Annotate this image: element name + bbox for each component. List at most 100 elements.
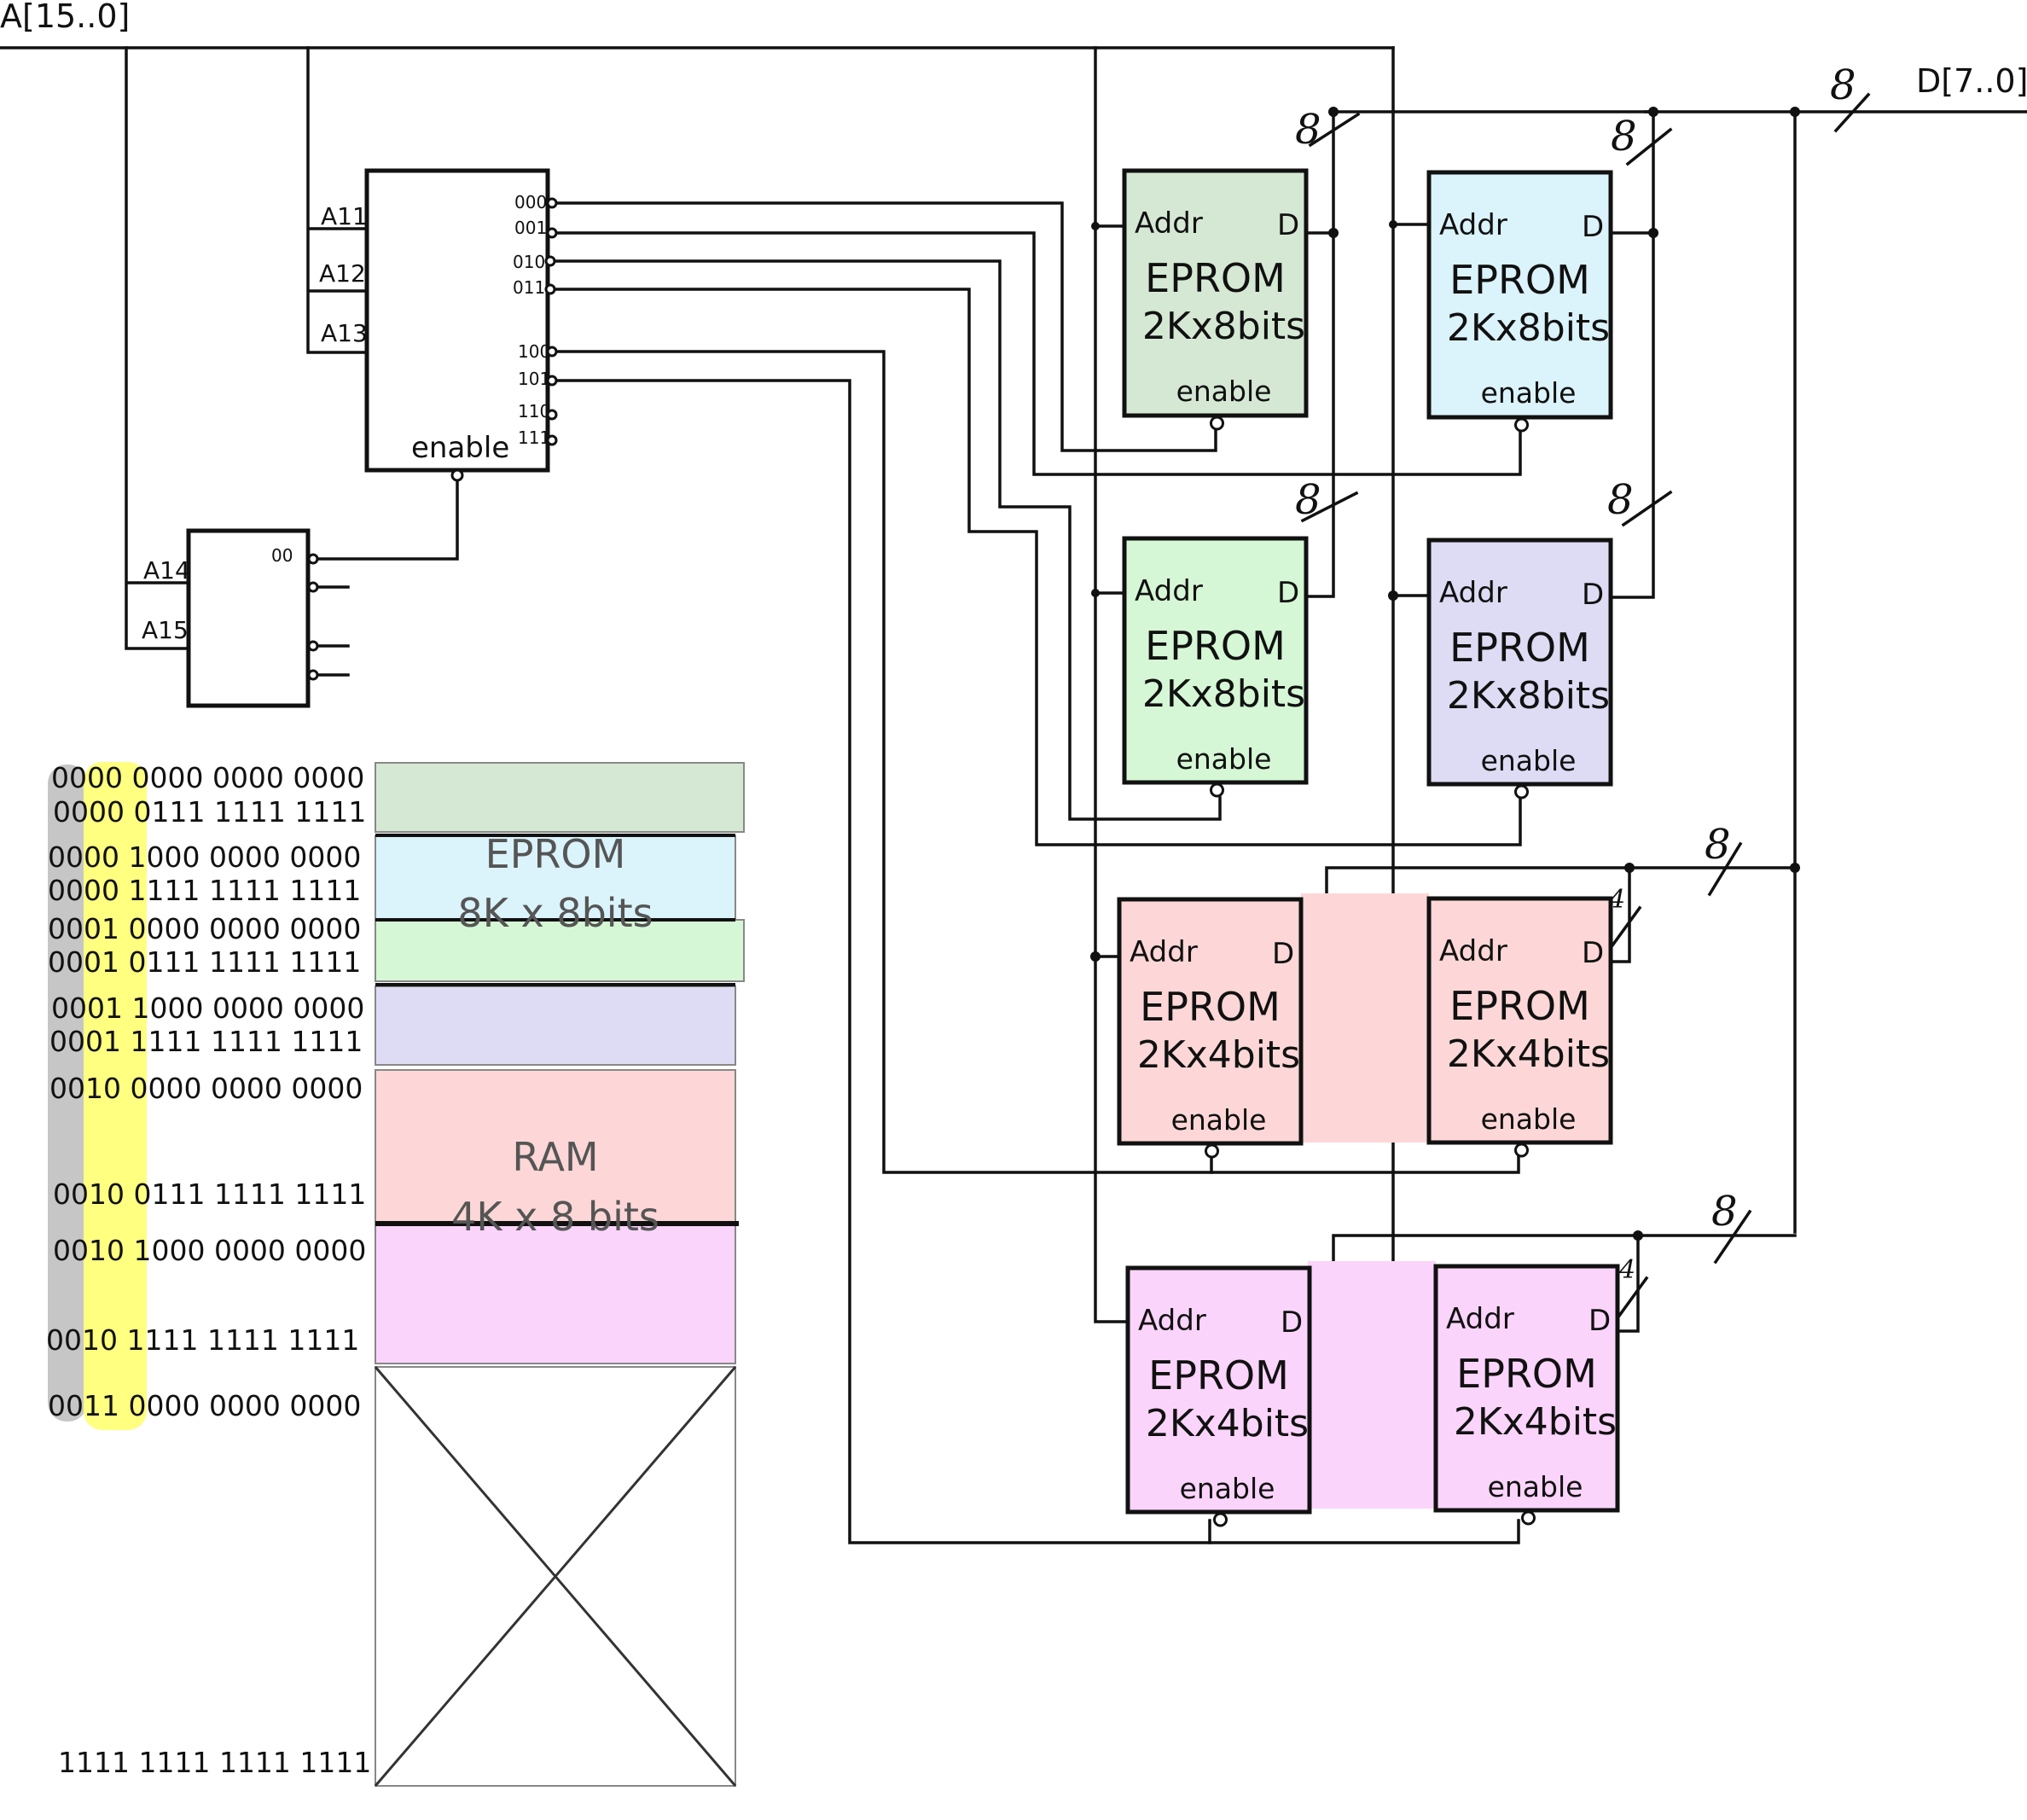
- chip-enable-label: enable: [1171, 1103, 1267, 1137]
- chip-type: EPROM: [1449, 625, 1590, 671]
- chip-data-label: D: [1582, 936, 1604, 970]
- decoder-output-010: 010: [513, 252, 545, 272]
- chip-data-label: D: [1582, 210, 1604, 244]
- chip-data-label: D: [1272, 937, 1294, 971]
- decoder2-to-decoder1-enable: [313, 478, 459, 561]
- chip-enable-bubble: [1213, 1512, 1228, 1527]
- chip-enable-bubble: [1210, 782, 1224, 798]
- chip-addr-label: Addr: [1130, 935, 1198, 969]
- chip-addr-label: Addr: [1439, 934, 1507, 968]
- map-eprom-title: EPROM: [485, 831, 626, 877]
- decoder2-output-00: 00: [271, 545, 293, 566]
- chip-enable-bubble: [1514, 417, 1529, 433]
- decoder-output-100: 100: [518, 341, 550, 362]
- map-address-14: 1111 1111 1111 1111: [58, 1746, 371, 1779]
- svg-text:8: 8: [1295, 476, 1321, 524]
- map-address-2: 0000 0111 1111 1111: [53, 795, 366, 829]
- decoder-enable-label: enable: [411, 431, 509, 465]
- chip-data-label: D: [1281, 1305, 1303, 1340]
- map-address-11: 0010 1000 0000 0000: [53, 1234, 366, 1267]
- map-region-ram-b: [375, 1223, 736, 1364]
- map-address-4: 0000 1111 1111 1111: [48, 874, 361, 907]
- grey-address-band: [48, 765, 87, 1422]
- chip-enable-label: enable: [1481, 744, 1577, 777]
- decoder-input-a13: A13: [321, 319, 368, 347]
- map-region-eprom-b: [375, 835, 736, 922]
- svg-text:8: 8: [1705, 821, 1731, 869]
- chip-body: [1122, 168, 1309, 418]
- svg-text:8: 8: [1830, 61, 1856, 109]
- chip-addr-label: Addr: [1135, 206, 1203, 241]
- chip-enable-bubble: [1521, 1510, 1536, 1526]
- decoder-input-a11: A11: [321, 202, 368, 230]
- chip-type: EPROM: [1145, 255, 1286, 301]
- chip-type: EPROM: [1140, 984, 1281, 1030]
- chip-enable-label: enable: [1481, 1102, 1577, 1136]
- chip-type: EPROM: [1145, 623, 1286, 669]
- chip-data-label: D: [1582, 578, 1604, 612]
- chip-addr-label: Addr: [1138, 1304, 1206, 1338]
- chip-size: 2Kx4bits: [1447, 1032, 1610, 1076]
- data-nibble-row1-right: [1609, 866, 1631, 963]
- chip-type: EPROM: [1449, 257, 1590, 303]
- decoder-input-a12: A12: [319, 259, 366, 288]
- chip-size: 2Kx8bits: [1142, 672, 1305, 716]
- map-address-13: 0011 0000 0000 0000: [48, 1389, 361, 1422]
- map-address-6: 0001 0111 1111 1111: [48, 945, 361, 979]
- a14-a15-tap: [125, 46, 190, 650]
- chip-body: [1117, 897, 1304, 1146]
- svg-text:8: 8: [1711, 1188, 1738, 1236]
- ram-background-band-2: [1308, 1261, 1436, 1509]
- ram-background-band-1: [1301, 893, 1429, 1143]
- map-eprom-size: 8K x 8bits: [457, 890, 653, 936]
- chip-enable-bubble: [1514, 784, 1529, 800]
- chip-addr-label: Addr: [1439, 576, 1507, 610]
- chip-enable-bubble: [1205, 1143, 1219, 1159]
- chip-size: 2Kx4bits: [1146, 1402, 1309, 1445]
- map-region-ram-a: [375, 1069, 736, 1224]
- select-001: [555, 231, 1522, 476]
- decoder-output-bubbles: [450, 197, 558, 482]
- chip-body: [1125, 1265, 1312, 1515]
- chip-enable-label: enable: [1481, 376, 1577, 410]
- unused-cross-2: [374, 1366, 737, 1787]
- chip-size: 2Kx8bits: [1142, 305, 1305, 348]
- select-010: [553, 259, 1222, 821]
- svg-text:4: 4: [1618, 1255, 1635, 1285]
- chip-body: [1122, 536, 1309, 785]
- decoder-output-110: 110: [518, 401, 550, 422]
- data-bus-label: D[7..0]: [1916, 62, 2027, 100]
- chip-addr-label: Addr: [1439, 208, 1507, 242]
- decoder2-input-a14: A14: [143, 556, 190, 584]
- map-ram-size: 4K x 8 bits: [451, 1194, 659, 1240]
- select-101: [555, 379, 1211, 1544]
- map-address-3: 0000 1000 0000 0000: [48, 840, 361, 874]
- data-right-column: [1609, 110, 1655, 599]
- chip-size: 2Kx4bits: [1454, 1400, 1617, 1444]
- select-100: [553, 350, 1213, 1174]
- svg-text:8: 8: [1295, 106, 1321, 154]
- chip-data-label: D: [1277, 576, 1299, 610]
- decoder-output-101: 101: [518, 369, 550, 389]
- chip-type: EPROM: [1449, 983, 1590, 1029]
- decoder-3to8: A11 A12 A13 000 001 010 011 100 101 110 …: [319, 168, 558, 482]
- chip-type: EPROM: [1456, 1351, 1597, 1397]
- junction-dots: [1090, 107, 1800, 1241]
- chip-data-label: D: [1277, 208, 1299, 242]
- map-address-5: 0001 0000 0000 0000: [48, 912, 361, 945]
- decoder-output-000: 000: [514, 192, 547, 212]
- chip-addr-label: Addr: [1446, 1302, 1514, 1336]
- map-region-eprom-a: [375, 762, 745, 833]
- address-bus-label: A[15..0]: [0, 0, 130, 35]
- map-address-9: 0010 0000 0000 0000: [49, 1072, 363, 1105]
- chip-enable-label: enable: [1176, 375, 1272, 408]
- map-address-7: 0001 1000 0000 0000: [51, 991, 364, 1025]
- map-ram-title: RAM: [512, 1134, 598, 1180]
